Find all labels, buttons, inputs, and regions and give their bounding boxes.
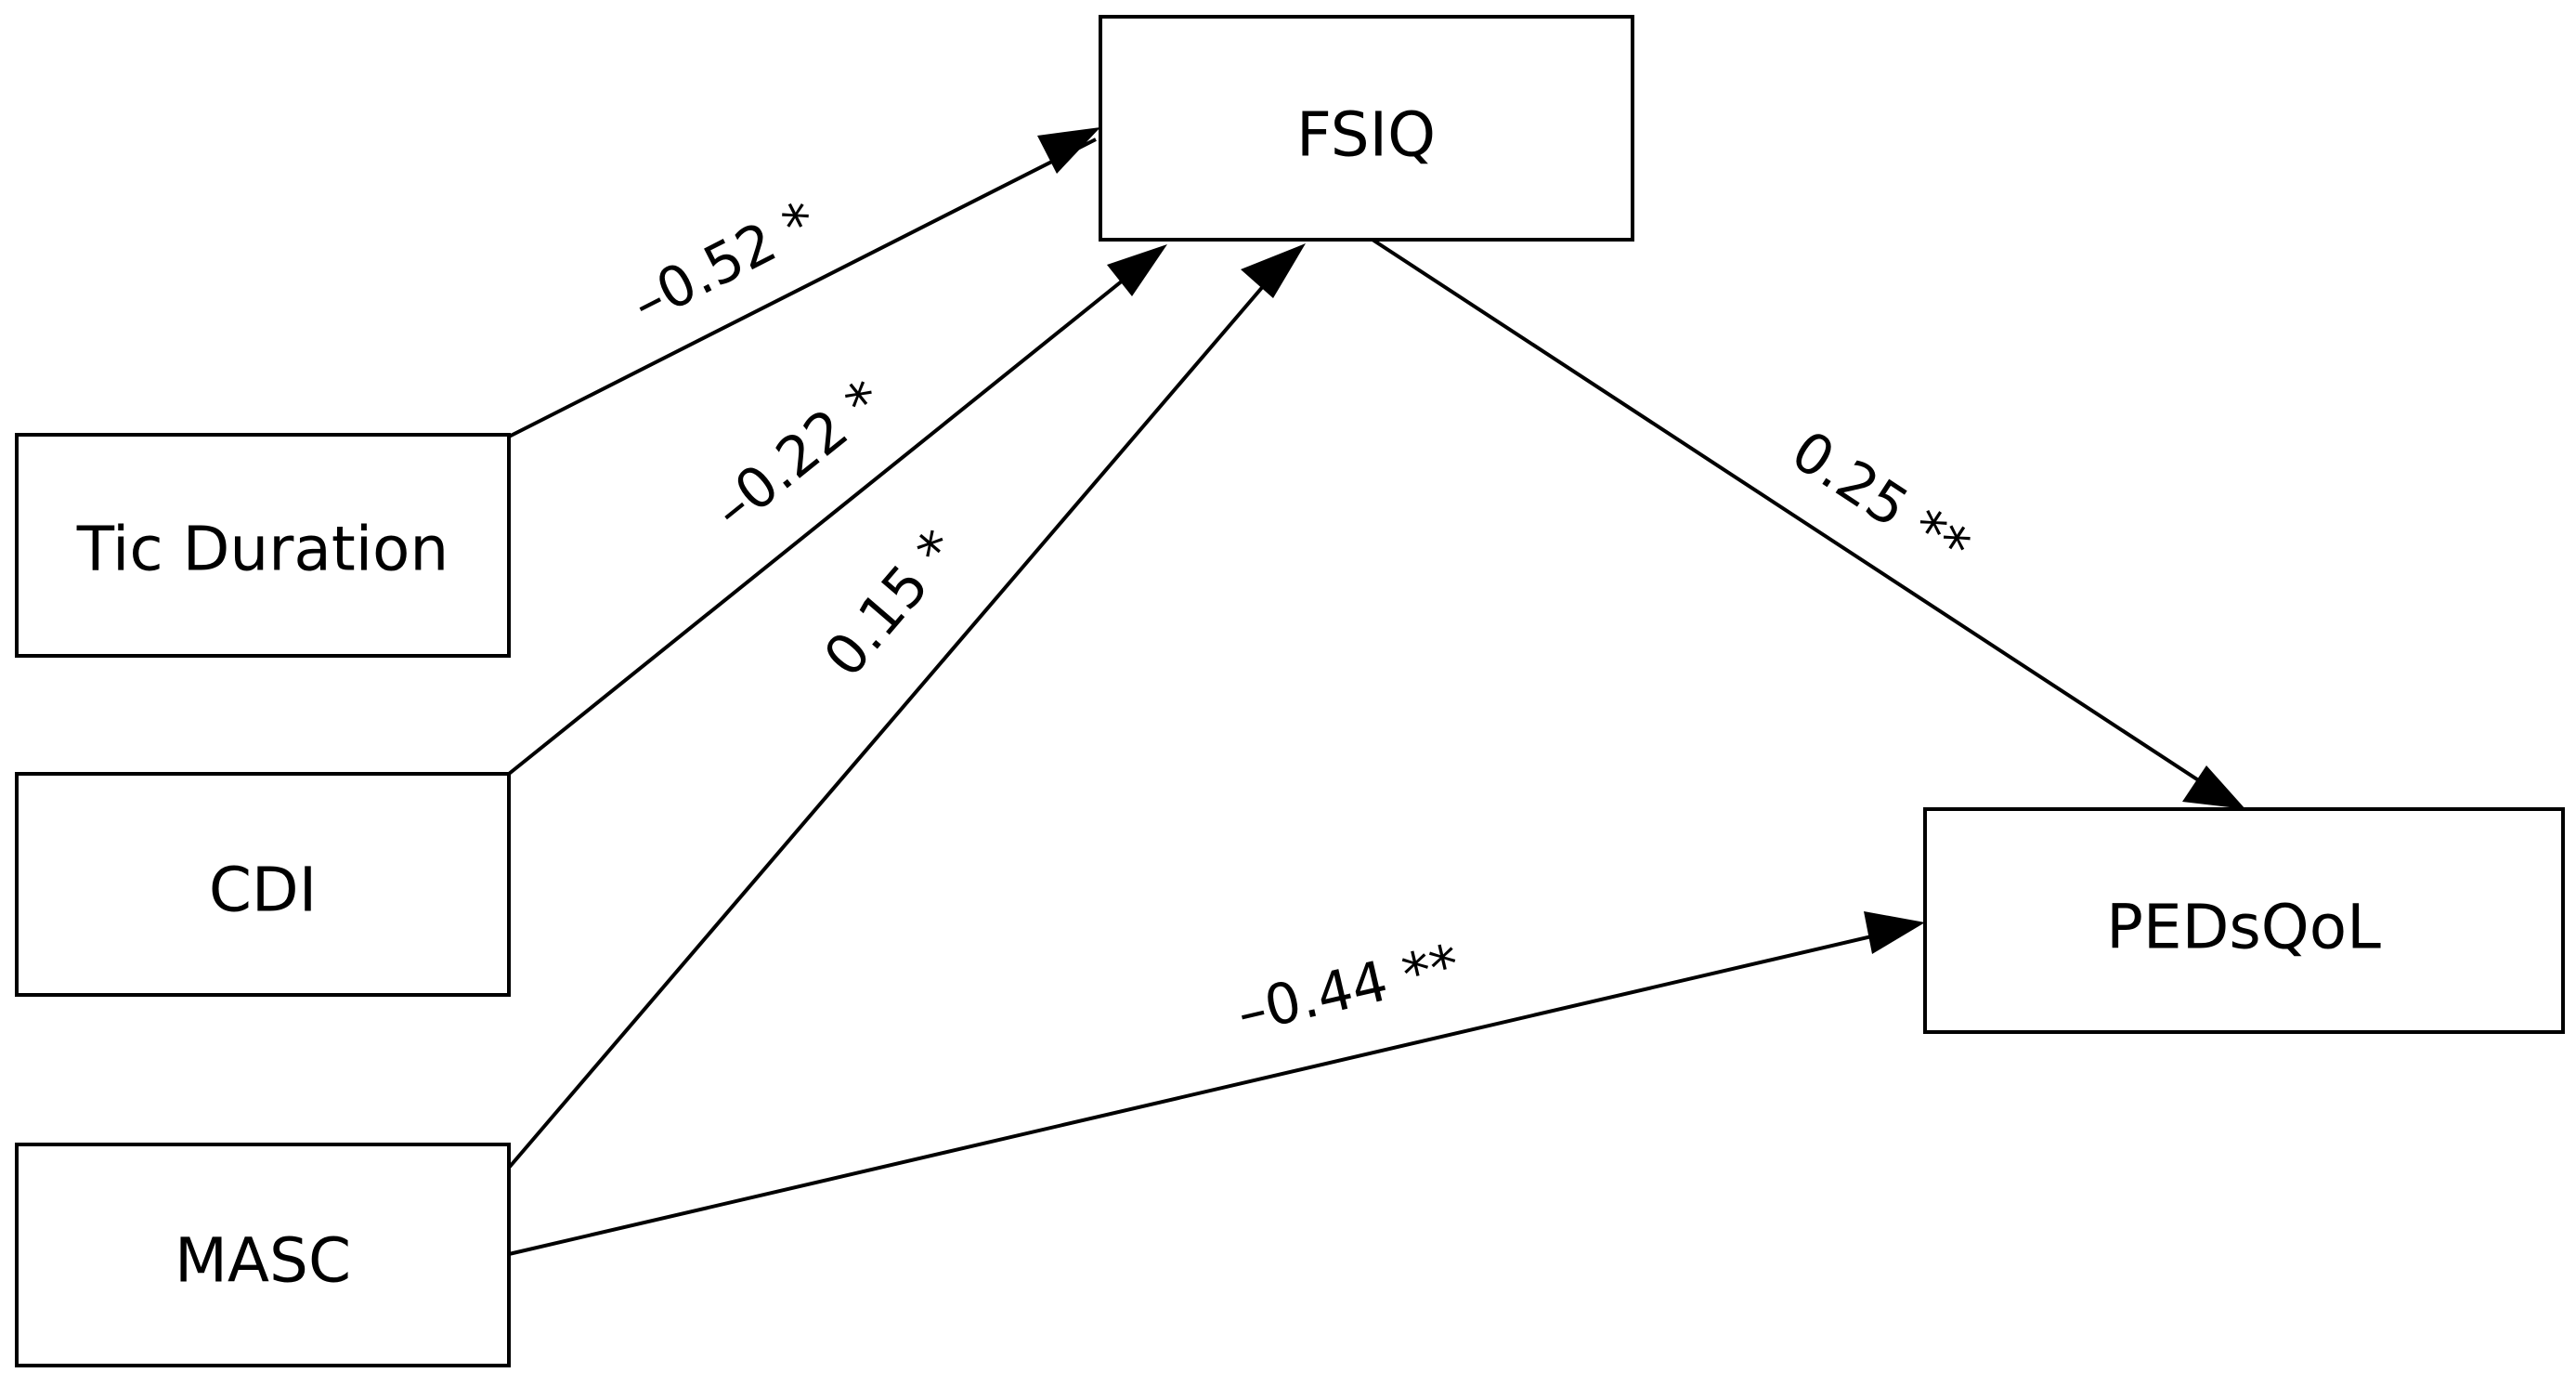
edges	[507, 137, 2226, 1256]
arrowhead-fsiq-to-pedsqol	[2182, 765, 2245, 809]
coefficient-masc-to-fsiq: 0.15 *	[812, 518, 971, 689]
arrowhead-cdi-to-fsiq	[1107, 244, 1167, 296]
coefficient-fsiq-to-pedsqol: 0.25 **	[1780, 418, 1981, 581]
arrowheads	[1037, 127, 2245, 954]
node-fsiq: FSIQ	[1099, 15, 1634, 242]
arrowhead-masc-to-pedsqol	[1864, 911, 1925, 954]
edge-cdi-to-fsiq	[507, 263, 1144, 776]
node-box	[1923, 807, 2565, 1034]
node-label: FSIQ	[1296, 99, 1436, 171]
node-box	[15, 433, 511, 658]
node-box	[15, 1143, 511, 1367]
node-cdi: CDI	[15, 772, 511, 997]
arrowhead-masc-to-fsiq	[1241, 243, 1306, 298]
arrowhead-tic-to-fsiq	[1037, 127, 1100, 174]
edge-masc-to-pedsqol	[508, 927, 1905, 1256]
coefficient-masc-to-pedsqol: –0.44 **	[1231, 932, 1465, 1046]
node-masc: MASC	[15, 1143, 511, 1367]
edge-labels: –0.52 * –0.22 * 0.15 * 0.25 ** –0.44 **	[621, 190, 1981, 1047]
node-box	[15, 772, 511, 997]
node-pedsqol: PEDsQoL	[1923, 807, 2565, 1034]
node-label: MASC	[175, 1225, 351, 1297]
node-box	[1099, 15, 1634, 242]
node-label: CDI	[209, 855, 317, 926]
node-label: Tic Duration	[76, 514, 449, 585]
node-tic-duration: Tic Duration	[15, 433, 511, 658]
coefficient-cdi-to-fsiq: –0.22 *	[701, 368, 896, 543]
node-label: PEDsQoL	[2106, 892, 2381, 963]
edge-tic-to-fsiq	[508, 137, 1097, 438]
edge-fsiq-to-pedsqol	[1371, 238, 2226, 799]
coefficient-tic-to-fsiq: –0.52 *	[621, 190, 826, 337]
edge-masc-to-fsiq	[507, 263, 1283, 1170]
